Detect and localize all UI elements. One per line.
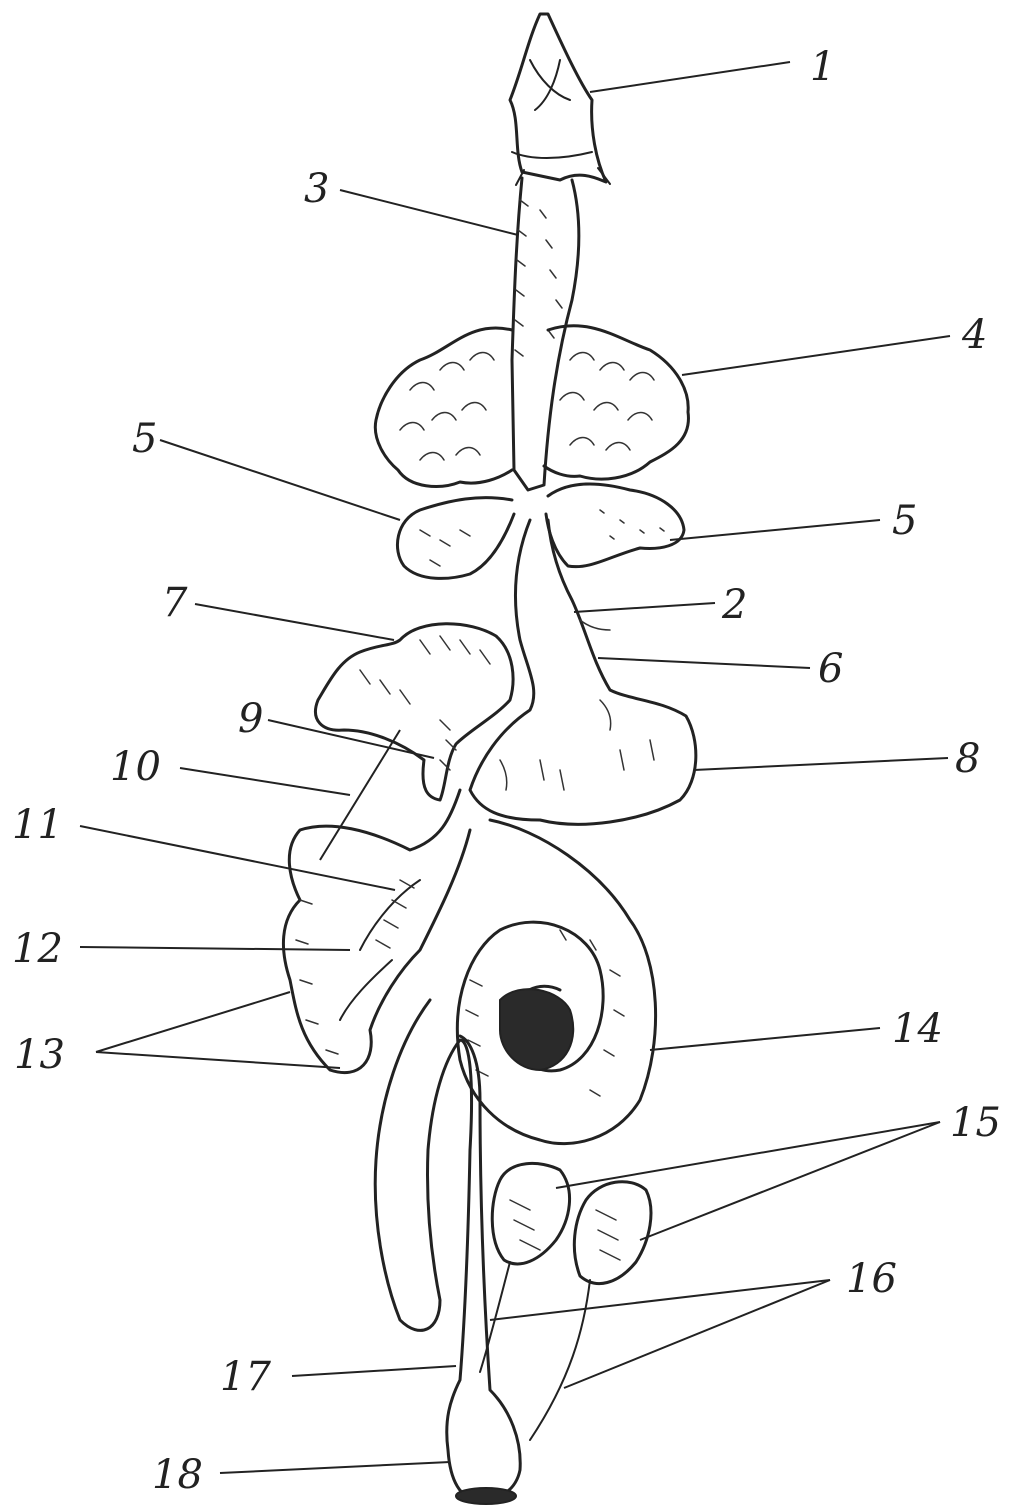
leader-15b <box>640 1122 940 1240</box>
label-1: 1 <box>810 44 835 90</box>
leader-11 <box>80 826 395 890</box>
label-15: 15 <box>950 1100 1001 1146</box>
leader-18 <box>220 1462 450 1473</box>
leader-12 <box>80 947 350 950</box>
label-17: 17 <box>220 1354 271 1400</box>
label-5-left: 5 <box>132 416 157 462</box>
label-2: 2 <box>721 582 747 628</box>
leader-8 <box>694 758 948 770</box>
label-16: 16 <box>846 1256 897 1302</box>
leader-13b <box>96 1052 340 1068</box>
label-3: 3 <box>304 166 329 212</box>
label-5-right: 5 <box>892 498 917 544</box>
labels: 1 3 4 5 5 7 2 6 9 8 10 11 12 13 14 15 16… <box>12 44 1001 1498</box>
label-4: 4 <box>961 312 987 358</box>
kidneys-drawing <box>480 1163 651 1440</box>
label-13: 13 <box>14 1032 65 1078</box>
leader-13a <box>96 992 290 1052</box>
thymus-drawing <box>375 326 688 487</box>
label-14: 14 <box>892 1006 943 1052</box>
spiral-colon-drawing <box>457 820 655 1144</box>
leader-9 <box>268 720 434 758</box>
label-11: 11 <box>12 802 63 848</box>
intestine-loop-drawing <box>283 730 470 1073</box>
leader-5b <box>670 520 880 540</box>
leader-1 <box>590 62 790 92</box>
leader-15a <box>556 1122 940 1188</box>
label-6: 6 <box>818 646 843 692</box>
leader-10 <box>180 768 350 795</box>
leader-6 <box>598 658 810 668</box>
label-10: 10 <box>110 744 161 790</box>
leader-3 <box>340 190 518 235</box>
label-9: 9 <box>238 696 263 742</box>
label-18: 18 <box>152 1452 203 1498</box>
thyroid-drawing <box>397 484 684 578</box>
leader-17 <box>292 1366 456 1376</box>
pancreas-drawing <box>316 624 514 800</box>
leader-7 <box>195 604 394 640</box>
label-8: 8 <box>955 736 980 782</box>
label-12: 12 <box>12 926 63 972</box>
esophagus-drawing <box>512 178 579 490</box>
label-7: 7 <box>162 580 188 626</box>
leader-14 <box>650 1028 880 1050</box>
pharynx-drawing <box>510 14 610 185</box>
leader-5a <box>160 440 400 520</box>
leader-4 <box>682 336 950 375</box>
leader-2 <box>574 603 715 612</box>
